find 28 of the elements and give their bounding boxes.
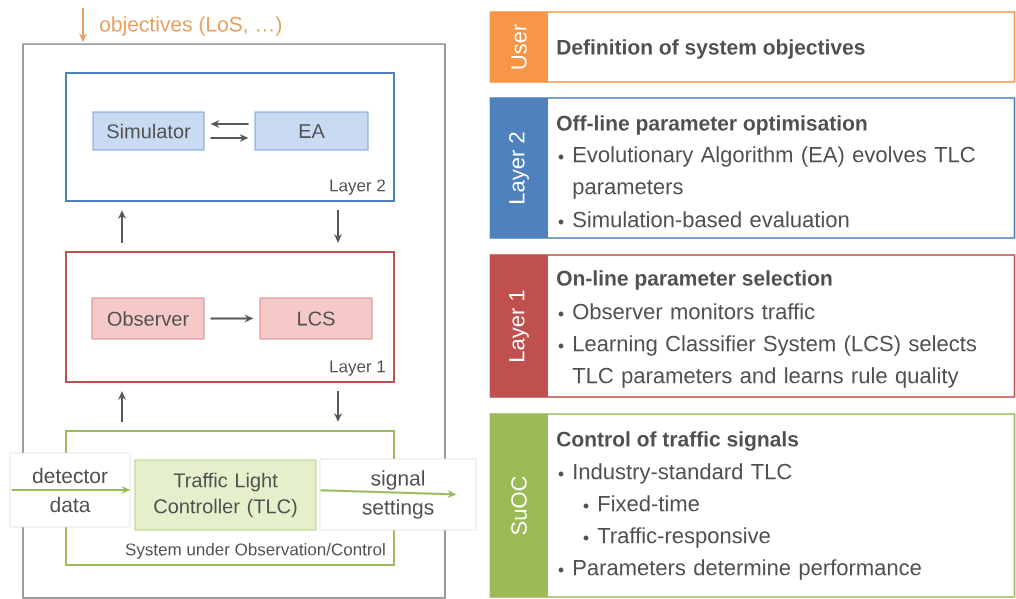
panel-heading: Off-line parameter optimisation	[557, 115, 867, 135]
layer-tab: SuOC	[490, 414, 548, 597]
panel-heading: Definition of system objectives	[557, 39, 865, 59]
layer-tab: User	[490, 12, 548, 82]
layer-tab: Layer 2	[490, 98, 548, 238]
bullet-text: Learning Classifier System (LCS) selects TLC parameters and learns rule quality	[572, 335, 977, 388]
component-box: Traffic Light Controller (TLC)	[134, 459, 317, 531]
component-box: Observer	[91, 297, 205, 340]
bullet-text: Industry-standard TLC	[574, 463, 792, 484]
bullet-text: Simulation-based evaluation	[573, 211, 849, 228]
panel-heading: On-line parameter selection	[557, 270, 832, 290]
panel-heading: Control of traffic signals	[557, 431, 799, 451]
component-box: EA	[254, 111, 369, 151]
layer-label: Layer 2	[330, 179, 385, 195]
bullet-text: Parameters determine performance	[574, 559, 921, 580]
label-panel: signal settings	[319, 458, 477, 531]
system-frame	[22, 43, 446, 599]
label-panel: detector data	[9, 452, 131, 528]
layer-label: System under Observation/Control	[125, 542, 385, 559]
bullet-text: Traffic-responsive	[597, 527, 770, 548]
edge-label: objectives (LoS, …)	[100, 16, 282, 36]
bullet-text: Observer monitors traffic	[573, 303, 815, 320]
component-box: Simulator	[92, 111, 205, 151]
layer-label: Layer 1	[330, 360, 385, 376]
layer-tab: Layer 1	[490, 255, 548, 397]
component-box: LCS	[259, 297, 373, 340]
bullet-text: Fixed-time	[599, 495, 699, 512]
bullet-text: Evolutionary Algorithm (EA) evolves TLC parameters	[573, 146, 975, 199]
